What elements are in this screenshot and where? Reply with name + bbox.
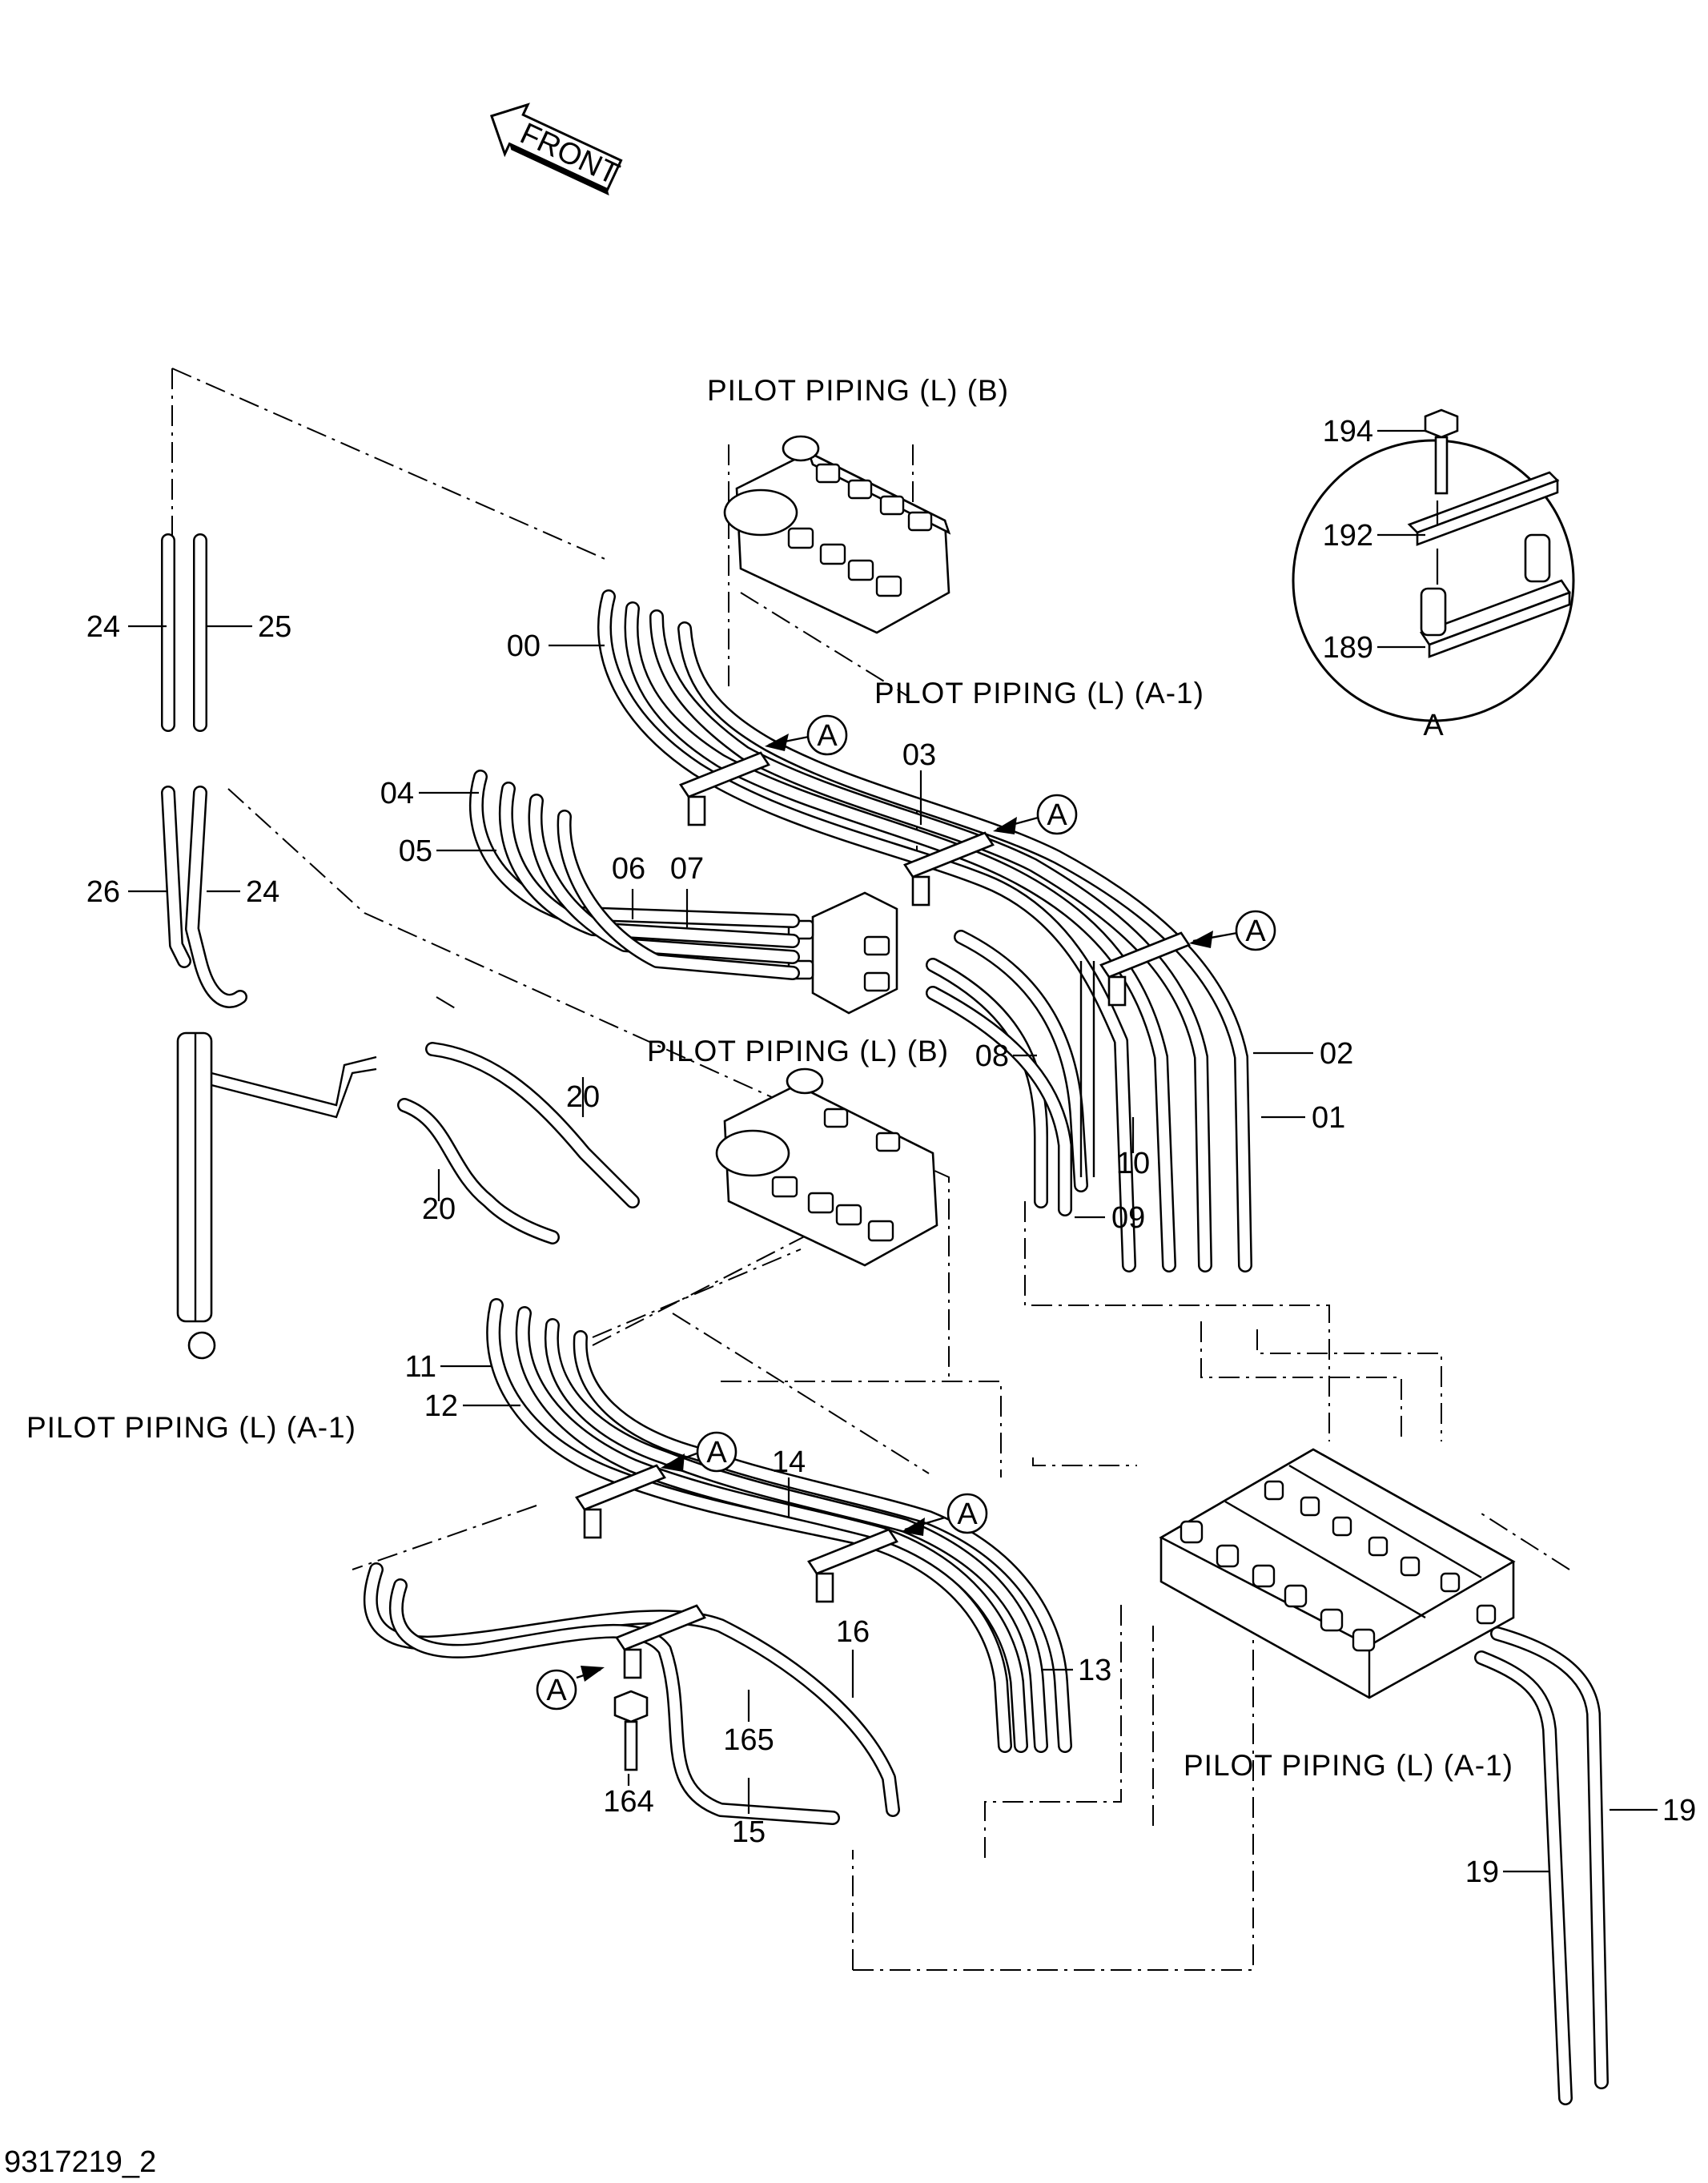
hose-group-20 [397, 1042, 640, 1244]
detail-view-label: A [1423, 709, 1444, 742]
part-label-165: 165 [723, 1723, 774, 1757]
part-label-20a: 20 [566, 1080, 600, 1114]
clamp-marker-label: A [817, 719, 838, 753]
clamp-icon [615, 1604, 706, 1679]
clamps [575, 751, 1191, 1679]
part-label-08: 08 [975, 1039, 1009, 1073]
part-label-26: 26 [86, 875, 120, 909]
clamp-marker-4: A [661, 1431, 737, 1473]
part-label-19a: 19 [1465, 1855, 1499, 1889]
clamp-icon [679, 751, 770, 826]
clamp-marker-label: A [546, 1674, 567, 1707]
clamp-marker-3: A [1189, 910, 1276, 951]
valve-block-lower [1159, 1448, 1516, 1699]
clamp-marker-label: A [1047, 798, 1067, 832]
detail-part-192: 192 [1323, 519, 1373, 553]
section-title-mid-valve: PILOT PIPING (L) (B) [647, 1035, 949, 1067]
front-arrow-icon: FRONT [489, 103, 625, 196]
hose-group-04-05 [468, 770, 800, 980]
part-label-25: 25 [258, 610, 291, 644]
part-label-10: 10 [1116, 1147, 1150, 1180]
clamp-icon [807, 1528, 898, 1603]
part-label-06: 06 [612, 852, 645, 886]
hose-group-11-14 [486, 1298, 1072, 1753]
leader-lines [128, 625, 1658, 1873]
part-label-15: 15 [732, 1815, 766, 1849]
clamp-marker-label: A [957, 1498, 978, 1531]
section-title-upper-block: PILOT PIPING (L) (A-1) [874, 677, 1204, 710]
clamp-marker-6: A [536, 1666, 605, 1711]
part-label-12: 12 [424, 1389, 458, 1423]
clamp-marker-2: A [993, 794, 1078, 835]
clamp-marker-label: A [1245, 915, 1266, 948]
part-label-04: 04 [380, 777, 414, 810]
pilot-block-upper [787, 891, 898, 1015]
figure-id: 9317219_2 [4, 2145, 156, 2179]
part-label-00: 00 [507, 629, 541, 663]
detail-part-194: 194 [1323, 415, 1373, 448]
part-label-24: 24 [86, 610, 120, 644]
part-label-14: 14 [772, 1445, 806, 1479]
part-label-05: 05 [399, 834, 432, 868]
section-title-top-valve: PILOT PIPING (L) (B) [707, 374, 1009, 407]
part-label-09: 09 [1111, 1201, 1145, 1235]
part-label-11: 11 [405, 1350, 436, 1384]
part-label-16: 16 [836, 1615, 870, 1649]
hose-group-24-26 [161, 533, 377, 1360]
front-marker: FRONT [515, 117, 624, 191]
bolt-164-icon [613, 1690, 649, 1771]
reference-lines [171, 368, 1570, 1971]
clamp-icon [903, 831, 995, 907]
hose-group-08-10 [926, 930, 1095, 1216]
clamp-view-markers: A A A A A A [536, 714, 1276, 1711]
detail-view-a: 194 192 189 A [1292, 408, 1575, 742]
part-label-19b: 19 [1662, 1794, 1696, 1827]
part-label-01: 01 [1312, 1101, 1345, 1135]
clamp-marker-5: A [901, 1493, 988, 1536]
control-valve-middle [715, 1067, 938, 1267]
clamp-marker-1: A [765, 714, 848, 756]
detail-part-189: 189 [1323, 631, 1373, 665]
part-label-20b: 20 [422, 1192, 456, 1226]
part-label-07: 07 [670, 852, 704, 886]
clamp-marker-label: A [706, 1436, 727, 1469]
clamp-icon [1099, 931, 1191, 1007]
clamp-icon [575, 1464, 666, 1539]
hose-group-15-16 [364, 1562, 900, 1825]
hose-group-19 [1474, 1626, 1609, 2105]
section-title-lower-block: PILOT PIPING (L) (A-1) [1184, 1749, 1513, 1782]
control-valve-top [723, 435, 951, 634]
section-title-left-tee: PILOT PIPING (L) (A-1) [26, 1411, 356, 1444]
hose-group-top [597, 589, 1252, 1272]
part-label-02: 02 [1320, 1037, 1353, 1071]
part-label-03: 03 [902, 738, 936, 772]
part-label-164: 164 [603, 1785, 653, 1819]
part-label-24b: 24 [246, 875, 279, 909]
part-label-13: 13 [1078, 1654, 1111, 1687]
